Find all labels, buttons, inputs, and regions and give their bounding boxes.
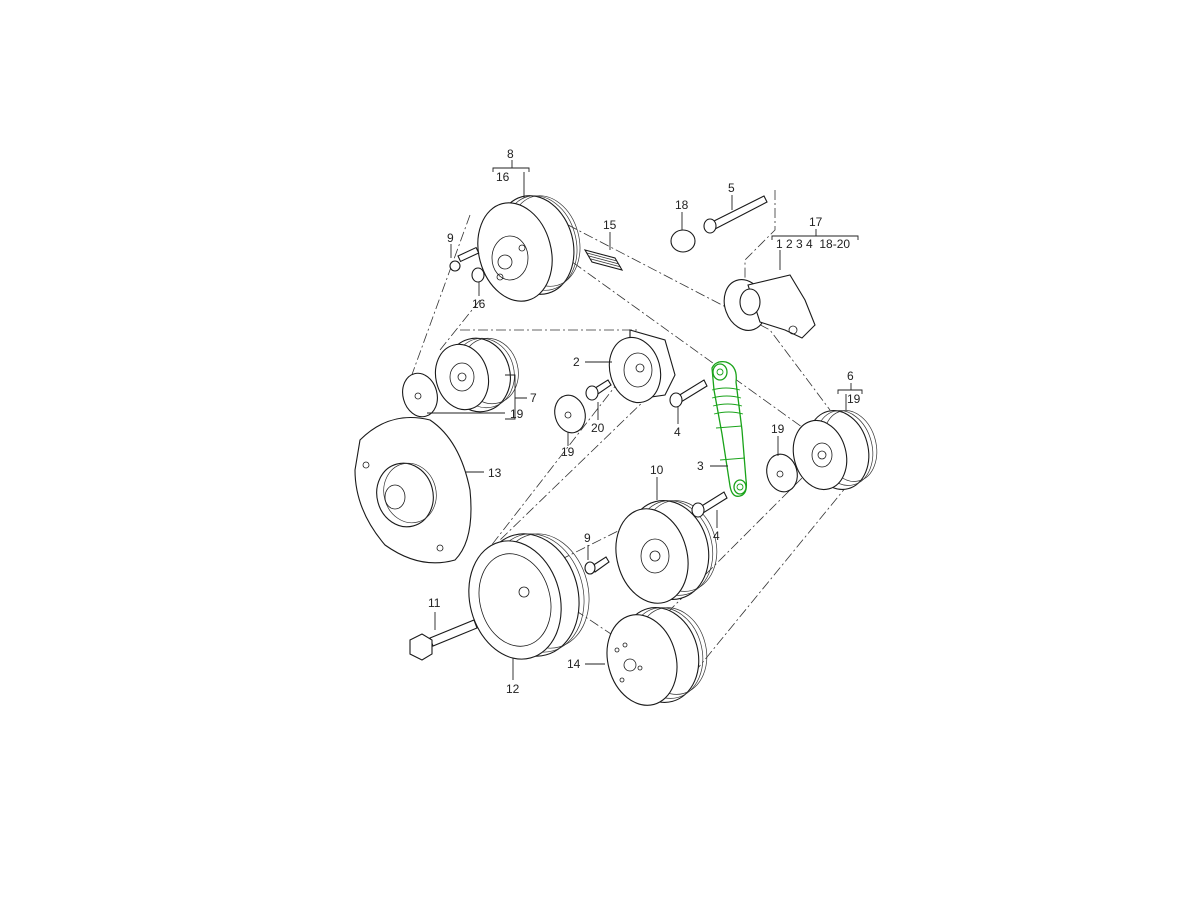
callout-8-sub: 16 bbox=[496, 170, 510, 184]
belt-part-15[interactable] bbox=[583, 249, 624, 271]
callout-14[interactable]: 14 bbox=[567, 657, 581, 671]
leader-lines bbox=[427, 160, 863, 680]
callout-2[interactable]: 2 bbox=[573, 355, 580, 369]
pulley-part-14[interactable] bbox=[597, 599, 716, 713]
callout-19-left[interactable]: 19 bbox=[510, 407, 524, 421]
callout-6-sub: 19 bbox=[847, 392, 861, 406]
idler-pulley-part-7[interactable] bbox=[428, 331, 525, 419]
cover-part-19-left[interactable] bbox=[398, 369, 442, 420]
callout-12[interactable]: 12 bbox=[506, 682, 520, 696]
pulley-part-10[interactable] bbox=[606, 491, 727, 611]
callout-13[interactable]: 13 bbox=[488, 466, 502, 480]
callout-19-mid[interactable]: 19 bbox=[561, 445, 575, 459]
callout-16[interactable]: 16 bbox=[472, 297, 486, 311]
crank-pulley-part-12[interactable] bbox=[456, 523, 602, 670]
callout-17-sub: 1 2 3 4 18-20 bbox=[776, 237, 850, 251]
bolt-part-9-bottom[interactable] bbox=[584, 556, 610, 575]
callout-19-right[interactable]: 19 bbox=[771, 422, 785, 436]
bolt-part-5[interactable] bbox=[703, 195, 768, 234]
callout-20[interactable]: 20 bbox=[591, 421, 605, 435]
bolt-part-20[interactable] bbox=[585, 379, 612, 401]
tensioner-damper-part-3[interactable] bbox=[711, 360, 748, 497]
bolt-part-11[interactable] bbox=[409, 619, 478, 661]
callout-4-bottom[interactable]: 4 bbox=[713, 529, 720, 543]
callout-8[interactable]: 8 bbox=[507, 147, 514, 161]
tensioner-bracket-part-17[interactable] bbox=[717, 274, 816, 339]
cover-part-19-right[interactable] bbox=[763, 451, 802, 495]
pulley-part-8[interactable] bbox=[467, 187, 589, 310]
callout-11[interactable]: 11 bbox=[428, 596, 441, 610]
callout-7[interactable]: 7 bbox=[530, 391, 537, 405]
housing-part-13[interactable] bbox=[354, 416, 472, 564]
callout-5[interactable]: 5 bbox=[728, 181, 735, 195]
callout-18[interactable]: 18 bbox=[675, 198, 689, 212]
callout-9-bottom[interactable]: 9 bbox=[584, 531, 591, 545]
callout-9-top[interactable]: 9 bbox=[447, 231, 454, 245]
pulley-part-6[interactable] bbox=[786, 404, 885, 497]
cap-part-18[interactable] bbox=[670, 229, 696, 253]
callout-3[interactable]: 3 bbox=[697, 459, 704, 473]
callout-17[interactable]: 17 bbox=[809, 215, 823, 229]
drive-belt-path bbox=[399, 190, 861, 691]
callout-15[interactable]: 15 bbox=[603, 218, 617, 232]
bolt-part-9-top[interactable] bbox=[449, 246, 480, 272]
callout-6[interactable]: 6 bbox=[847, 369, 854, 383]
callout-10[interactable]: 10 bbox=[650, 463, 664, 477]
cover-part-19-mid[interactable] bbox=[551, 392, 590, 436]
callout-4-top[interactable]: 4 bbox=[674, 425, 681, 439]
cap-part-16[interactable] bbox=[471, 267, 485, 283]
callout-labels: 8 16 9 16 15 18 5 17 1 2 3 4 18-20 2 7 1… bbox=[428, 147, 861, 696]
bolt-part-4-top[interactable] bbox=[669, 379, 708, 408]
bolt-part-4-bottom[interactable] bbox=[691, 491, 728, 518]
pulley-part-2[interactable] bbox=[602, 329, 676, 408]
